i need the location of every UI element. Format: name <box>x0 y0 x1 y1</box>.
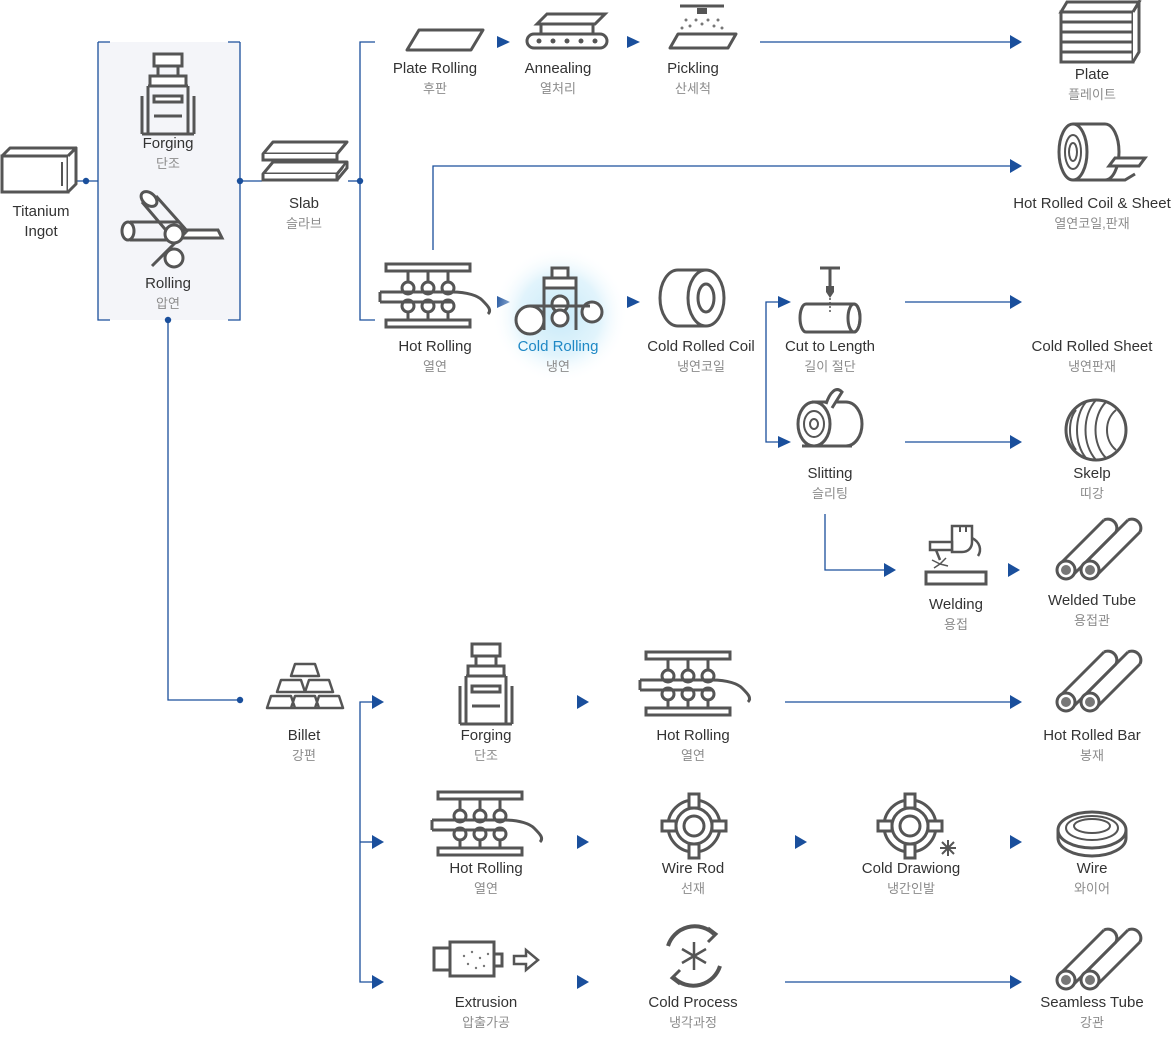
hot-coil-sheet-icon <box>1057 122 1148 182</box>
skelp-icon <box>1064 398 1128 462</box>
wire-label: Wire 와이어 <box>1074 860 1110 896</box>
welding-icon <box>924 524 988 586</box>
cold-rolling-label: Cold Rolling 냉연 <box>517 338 599 374</box>
forging-label: Forging 단조 <box>142 135 194 171</box>
slitting-icon <box>796 388 864 448</box>
ingot-label: Titanium Ingot <box>12 203 70 240</box>
ingot-icon <box>0 146 78 194</box>
forging-rolling-panel <box>98 42 240 320</box>
flow-arrows <box>372 35 1022 989</box>
extrusion-icon <box>432 940 540 978</box>
hot-rolled-bar-label: Hot Rolled Bar 봉재 <box>1043 727 1141 763</box>
plate-label: Plate 플레이트 <box>1068 66 1116 102</box>
cold-process-label: Cold Process 냉각과정 <box>648 994 738 1030</box>
cut-to-length-icon <box>798 266 862 334</box>
hot-rolling-label: Hot Rolling 열연 <box>398 338 472 374</box>
wire-coil-icon <box>1056 810 1128 858</box>
cold-rolled-sheet-label: Cold Rolled Sheet 냉연판재 <box>1031 338 1153 374</box>
slab-icon <box>261 140 349 182</box>
hot-rolled-bar-icon <box>1055 649 1143 713</box>
cold-rolled-coil-label: Cold Rolled Coil 냉연코일 <box>647 338 755 374</box>
plate-rolling-icon <box>405 28 485 52</box>
hot-rolling-mill-icon <box>378 262 492 329</box>
annealing-label: Annealing 열처리 <box>524 60 592 96</box>
cold-drawing-icon <box>876 792 956 860</box>
extrusion-label: Extrusion 압출가공 <box>454 994 518 1030</box>
seamless-tube-label: Seamless Tube 강관 <box>1040 994 1144 1030</box>
cold-rolled-coil-icon <box>658 268 726 328</box>
flow-lines <box>76 41 1012 983</box>
cold-drawing-label: Cold Drawiong 냉간인발 <box>861 860 961 896</box>
welded-tube-icon <box>1055 517 1143 581</box>
wire-rod-label: Wire Rod 선재 <box>661 860 725 896</box>
slab-label: Slab 슬라브 <box>286 195 322 231</box>
cold-rolling-icon <box>514 266 604 336</box>
hot-rolling2-label: Hot Rolling 열연 <box>656 727 730 763</box>
plate-stack-icon <box>1058 0 1142 64</box>
skelp-label: Skelp 띠강 <box>1073 465 1111 501</box>
flow-dots <box>82 177 364 704</box>
forging2-label: Forging 단조 <box>460 727 512 763</box>
billet-icon <box>265 662 345 710</box>
cut-to-length-label: Cut to Length 길이 절단 <box>784 338 876 374</box>
billet-label: Billet 강편 <box>287 727 321 763</box>
welding-label: Welding 용접 <box>929 596 983 632</box>
pickling-icon <box>668 4 738 50</box>
hot-coil-sheet-label: Hot Rolled Coil & Sheet 열연코일,판재 <box>1013 195 1171 231</box>
pickling-label: Pickling 산세척 <box>667 60 719 96</box>
hot-rolling3-label: Hot Rolling 열연 <box>449 860 523 896</box>
welded-tube-label: Welded Tube 용접관 <box>1047 592 1137 628</box>
slitting-label: Slitting 슬리팅 <box>807 465 853 501</box>
forging-press-icon <box>458 642 514 726</box>
rolling-label: Rolling 압연 <box>145 275 191 311</box>
seamless-tube-icon <box>1055 927 1143 991</box>
panel-bracket <box>97 41 241 321</box>
cold-process-icon <box>666 924 722 988</box>
rolling-rolls-icon <box>120 190 225 269</box>
hot-rolling-mill-icon <box>430 790 544 857</box>
plate-rolling-label: Plate Rolling 후판 <box>392 60 478 96</box>
hot-rolling-mill-icon <box>638 650 752 717</box>
wire-rod-icon <box>660 792 728 860</box>
annealing-icon <box>525 12 609 50</box>
